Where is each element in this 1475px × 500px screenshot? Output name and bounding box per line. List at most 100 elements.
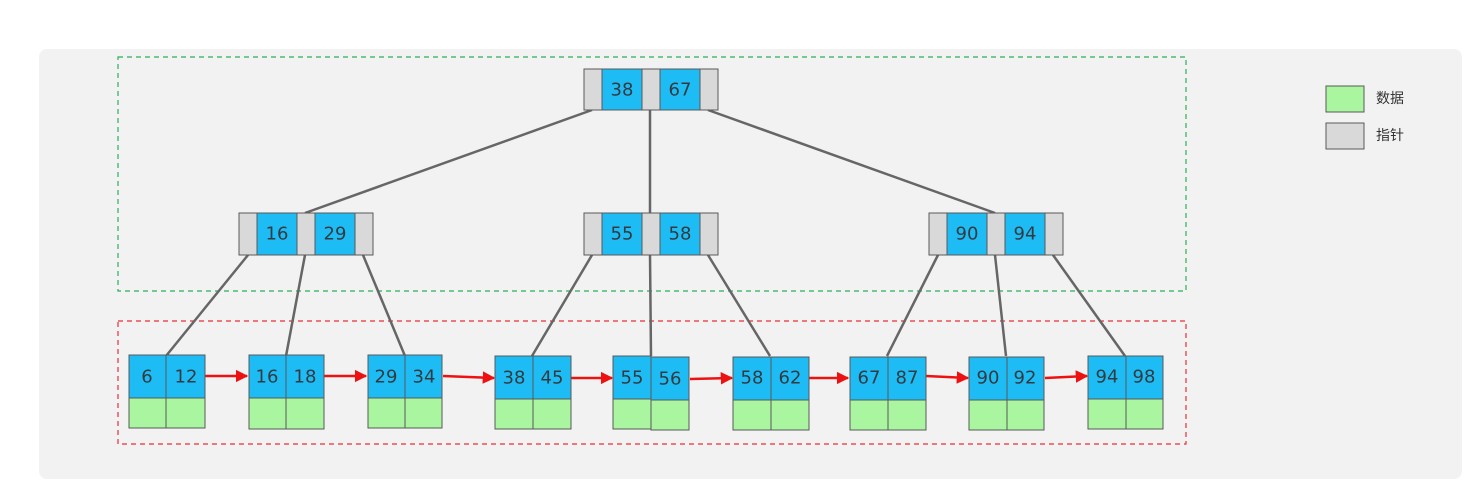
leaf-1-key-2: 12 bbox=[175, 367, 198, 388]
key-cell bbox=[601, 68, 643, 111]
internal-2-key-1: 55 bbox=[611, 224, 634, 245]
leaf-6-key-1: 58 bbox=[741, 368, 764, 389]
legend-pointer-swatch bbox=[1325, 122, 1365, 150]
legend-data-swatch bbox=[1325, 85, 1365, 113]
edge-internal3-leaf-7 bbox=[885, 254, 940, 357]
edge-internal1-leaf-2 bbox=[284, 254, 307, 357]
internal-1-key-2: 29 bbox=[324, 224, 347, 245]
pointer-cell bbox=[986, 212, 1006, 256]
leaf-1-key-1: 6 bbox=[141, 367, 152, 388]
legend: 数据 指针 bbox=[1325, 85, 1404, 150]
internal-node-2: 55 58 bbox=[583, 212, 719, 256]
leaf-link-8 bbox=[1044, 370, 1089, 383]
data-cell bbox=[367, 397, 406, 429]
leaf-2-key-2: 18 bbox=[294, 367, 317, 388]
pointer-cell bbox=[928, 212, 948, 256]
leaf-3-key-2: 34 bbox=[413, 367, 436, 388]
data-cell bbox=[532, 398, 572, 430]
key-cell bbox=[285, 354, 325, 399]
edge-internal1-leaf-1 bbox=[165, 254, 249, 357]
data-cell bbox=[1087, 398, 1127, 430]
leaf-link-3 bbox=[442, 371, 496, 384]
leaf-nodes-zone bbox=[117, 320, 1187, 445]
key-cell bbox=[849, 356, 889, 401]
leaf-8-key-1: 90 bbox=[977, 368, 1000, 389]
data-cell bbox=[849, 399, 889, 431]
data-cell bbox=[128, 397, 167, 429]
leaf-node-9: 94 98 bbox=[1087, 355, 1164, 430]
data-cell bbox=[887, 399, 927, 431]
leaf-node-8: 90 92 bbox=[968, 356, 1045, 431]
leaf-2-key-1: 16 bbox=[256, 367, 279, 388]
data-cell bbox=[494, 398, 534, 430]
data-cell bbox=[285, 397, 325, 430]
key-cell bbox=[314, 212, 356, 256]
leaf-link-5 bbox=[689, 372, 734, 385]
leaf-6-key-2: 62 bbox=[779, 368, 802, 389]
key-cell bbox=[1006, 356, 1045, 401]
data-cell bbox=[1125, 398, 1164, 430]
data-cell bbox=[404, 397, 443, 429]
key-cell bbox=[946, 212, 988, 256]
key-cell bbox=[770, 356, 810, 401]
leaf-7-key-2: 87 bbox=[896, 368, 919, 389]
pointer-cell bbox=[296, 212, 316, 256]
internal-1-key-1: 16 bbox=[266, 224, 289, 245]
leaf-7-key-1: 67 bbox=[858, 368, 881, 389]
leaf-5-key-2: 56 bbox=[659, 369, 682, 390]
pointer-cell bbox=[583, 212, 603, 256]
data-cell bbox=[968, 399, 1008, 431]
key-cell bbox=[165, 354, 206, 399]
key-cell bbox=[732, 356, 772, 401]
data-cell bbox=[1006, 399, 1045, 431]
leaf-links bbox=[205, 369, 1089, 385]
leaf-node-2: 16 18 bbox=[248, 354, 325, 430]
data-cell bbox=[732, 399, 772, 431]
pointer-cell bbox=[699, 212, 719, 256]
leaf-8-key-2: 92 bbox=[1014, 368, 1037, 389]
internal-3-key-1: 90 bbox=[956, 224, 979, 245]
data-cell bbox=[770, 399, 810, 431]
pointer-cell bbox=[641, 212, 661, 256]
internal-node-3: 90 94 bbox=[928, 212, 1064, 256]
key-cell bbox=[1004, 212, 1046, 256]
pointer-cell bbox=[699, 68, 719, 111]
edge-root-internal-1 bbox=[304, 108, 593, 215]
root-key-2: 67 bbox=[669, 80, 692, 101]
key-cell bbox=[532, 355, 572, 400]
pointer-cell bbox=[354, 212, 374, 256]
leaf-node-6: 58 62 bbox=[732, 356, 810, 431]
internal-2-key-2: 58 bbox=[669, 224, 692, 245]
key-cell bbox=[256, 212, 298, 256]
leaf-9-key-1: 94 bbox=[1096, 367, 1119, 388]
pointer-cell bbox=[1044, 212, 1064, 256]
edge-internal3-leaf-8 bbox=[993, 254, 1008, 357]
leaf-link-7 bbox=[925, 371, 970, 384]
edge-root-internal-3 bbox=[707, 108, 996, 215]
leaf-node-4: 38 45 bbox=[494, 355, 572, 430]
leaf-4-key-2: 45 bbox=[541, 368, 564, 389]
internal-nodes-zone bbox=[117, 56, 1187, 292]
pointer-cell bbox=[238, 212, 258, 256]
key-cell bbox=[612, 355, 652, 400]
key-cell bbox=[128, 354, 167, 399]
internal-node-1: 16 29 bbox=[238, 212, 374, 256]
key-cell bbox=[404, 354, 443, 399]
key-cell bbox=[650, 356, 690, 401]
data-cell bbox=[650, 399, 690, 431]
leaf-node-1: 6 12 bbox=[128, 354, 206, 429]
data-cell bbox=[248, 397, 287, 430]
pointer-cell bbox=[583, 68, 603, 111]
pointer-cell bbox=[641, 68, 661, 111]
edge-internal3-leaf-9 bbox=[1051, 254, 1127, 357]
key-cell bbox=[1125, 355, 1164, 400]
key-cell bbox=[659, 212, 701, 256]
leaf-9-key-2: 98 bbox=[1133, 367, 1156, 388]
data-cell bbox=[165, 397, 206, 429]
key-cell bbox=[887, 356, 927, 401]
key-cell bbox=[248, 354, 287, 399]
tree-edges bbox=[165, 108, 1127, 357]
leaf-node-5: 55 56 bbox=[612, 355, 690, 431]
key-cell bbox=[601, 212, 643, 256]
